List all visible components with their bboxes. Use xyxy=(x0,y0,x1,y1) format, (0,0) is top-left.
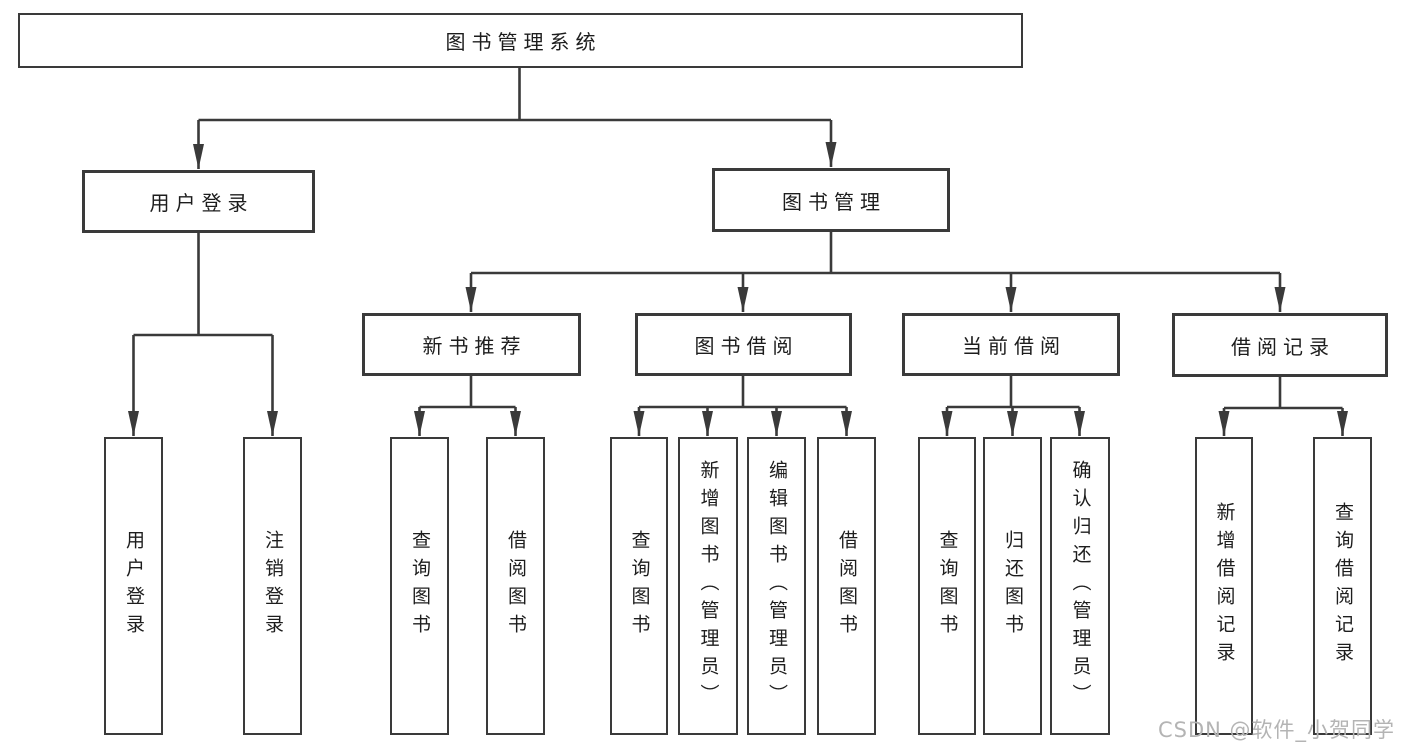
node-borrowing-records-label: 借阅记录 xyxy=(1231,334,1335,359)
node-borrowing-records: 借阅记录 xyxy=(1172,313,1388,377)
node-root: 图书管理系统 xyxy=(18,13,1023,68)
leaf-br-add-record-label: 新增借阅记录 xyxy=(1213,502,1236,670)
leaf-cb-query-books: 查询图书 xyxy=(918,437,976,735)
leaf-bb-edit-book-admin: 编辑图书（管理员） xyxy=(747,437,806,735)
leaf-bb-query-books: 查询图书 xyxy=(610,437,668,735)
leaf-user-login-label: 用户登录 xyxy=(123,530,145,642)
leaf-cb-return-books-label: 归还图书 xyxy=(1002,530,1024,642)
leaf-cb-query-books-label: 查询图书 xyxy=(936,530,959,642)
leaf-nb-query-books-label: 查询图书 xyxy=(409,530,431,642)
node-book-management-label: 图书管理 xyxy=(782,189,886,214)
node-book-borrowing: 图书借阅 xyxy=(635,313,852,376)
watermark: CSDN @软件_小贺同学 xyxy=(1158,718,1396,742)
leaf-bb-borrow-books-label: 借阅图书 xyxy=(836,530,858,642)
node-user-login-label: 用户登录 xyxy=(149,191,254,215)
leaf-bb-add-book-admin: 新增图书（管理员） xyxy=(678,437,738,735)
node-book-borrowing-label: 图书借阅 xyxy=(694,334,799,358)
leaf-cb-confirm-return-admin-label: 确认归还（管理员） xyxy=(1069,460,1092,712)
leaf-logout: 注销登录 xyxy=(243,437,302,735)
leaf-bb-query-books-label: 查询图书 xyxy=(628,530,651,642)
leaf-br-query-record: 查询借阅记录 xyxy=(1313,437,1372,735)
node-user-login: 用户登录 xyxy=(82,170,315,233)
leaf-nb-borrow-books-label: 借阅图书 xyxy=(505,530,527,642)
leaf-bb-add-book-admin-label: 新增图书（管理员） xyxy=(697,460,720,712)
node-new-book-recommendation: 新书推荐 xyxy=(362,313,581,376)
node-new-book-recommendation-label: 新书推荐 xyxy=(422,334,527,358)
leaf-bb-borrow-books: 借阅图书 xyxy=(817,437,876,735)
leaf-nb-query-books: 查询图书 xyxy=(390,437,449,735)
leaf-bb-edit-book-admin-label: 编辑图书（管理员） xyxy=(766,460,788,712)
leaf-user-login: 用户登录 xyxy=(104,437,163,735)
node-book-management: 图书管理 xyxy=(712,168,950,232)
node-current-borrowing: 当前借阅 xyxy=(902,313,1120,376)
node-root-label: 图书管理系统 xyxy=(445,30,602,54)
leaf-br-query-record-label: 查询借阅记录 xyxy=(1332,502,1354,670)
leaf-cb-confirm-return-admin: 确认归还（管理员） xyxy=(1050,437,1110,735)
leaf-br-add-record: 新增借阅记录 xyxy=(1195,437,1253,735)
leaf-logout-label: 注销登录 xyxy=(262,530,284,642)
leaf-nb-borrow-books: 借阅图书 xyxy=(486,437,545,735)
node-current-borrowing-label: 当前借阅 xyxy=(962,334,1066,358)
leaf-cb-return-books: 归还图书 xyxy=(983,437,1042,735)
